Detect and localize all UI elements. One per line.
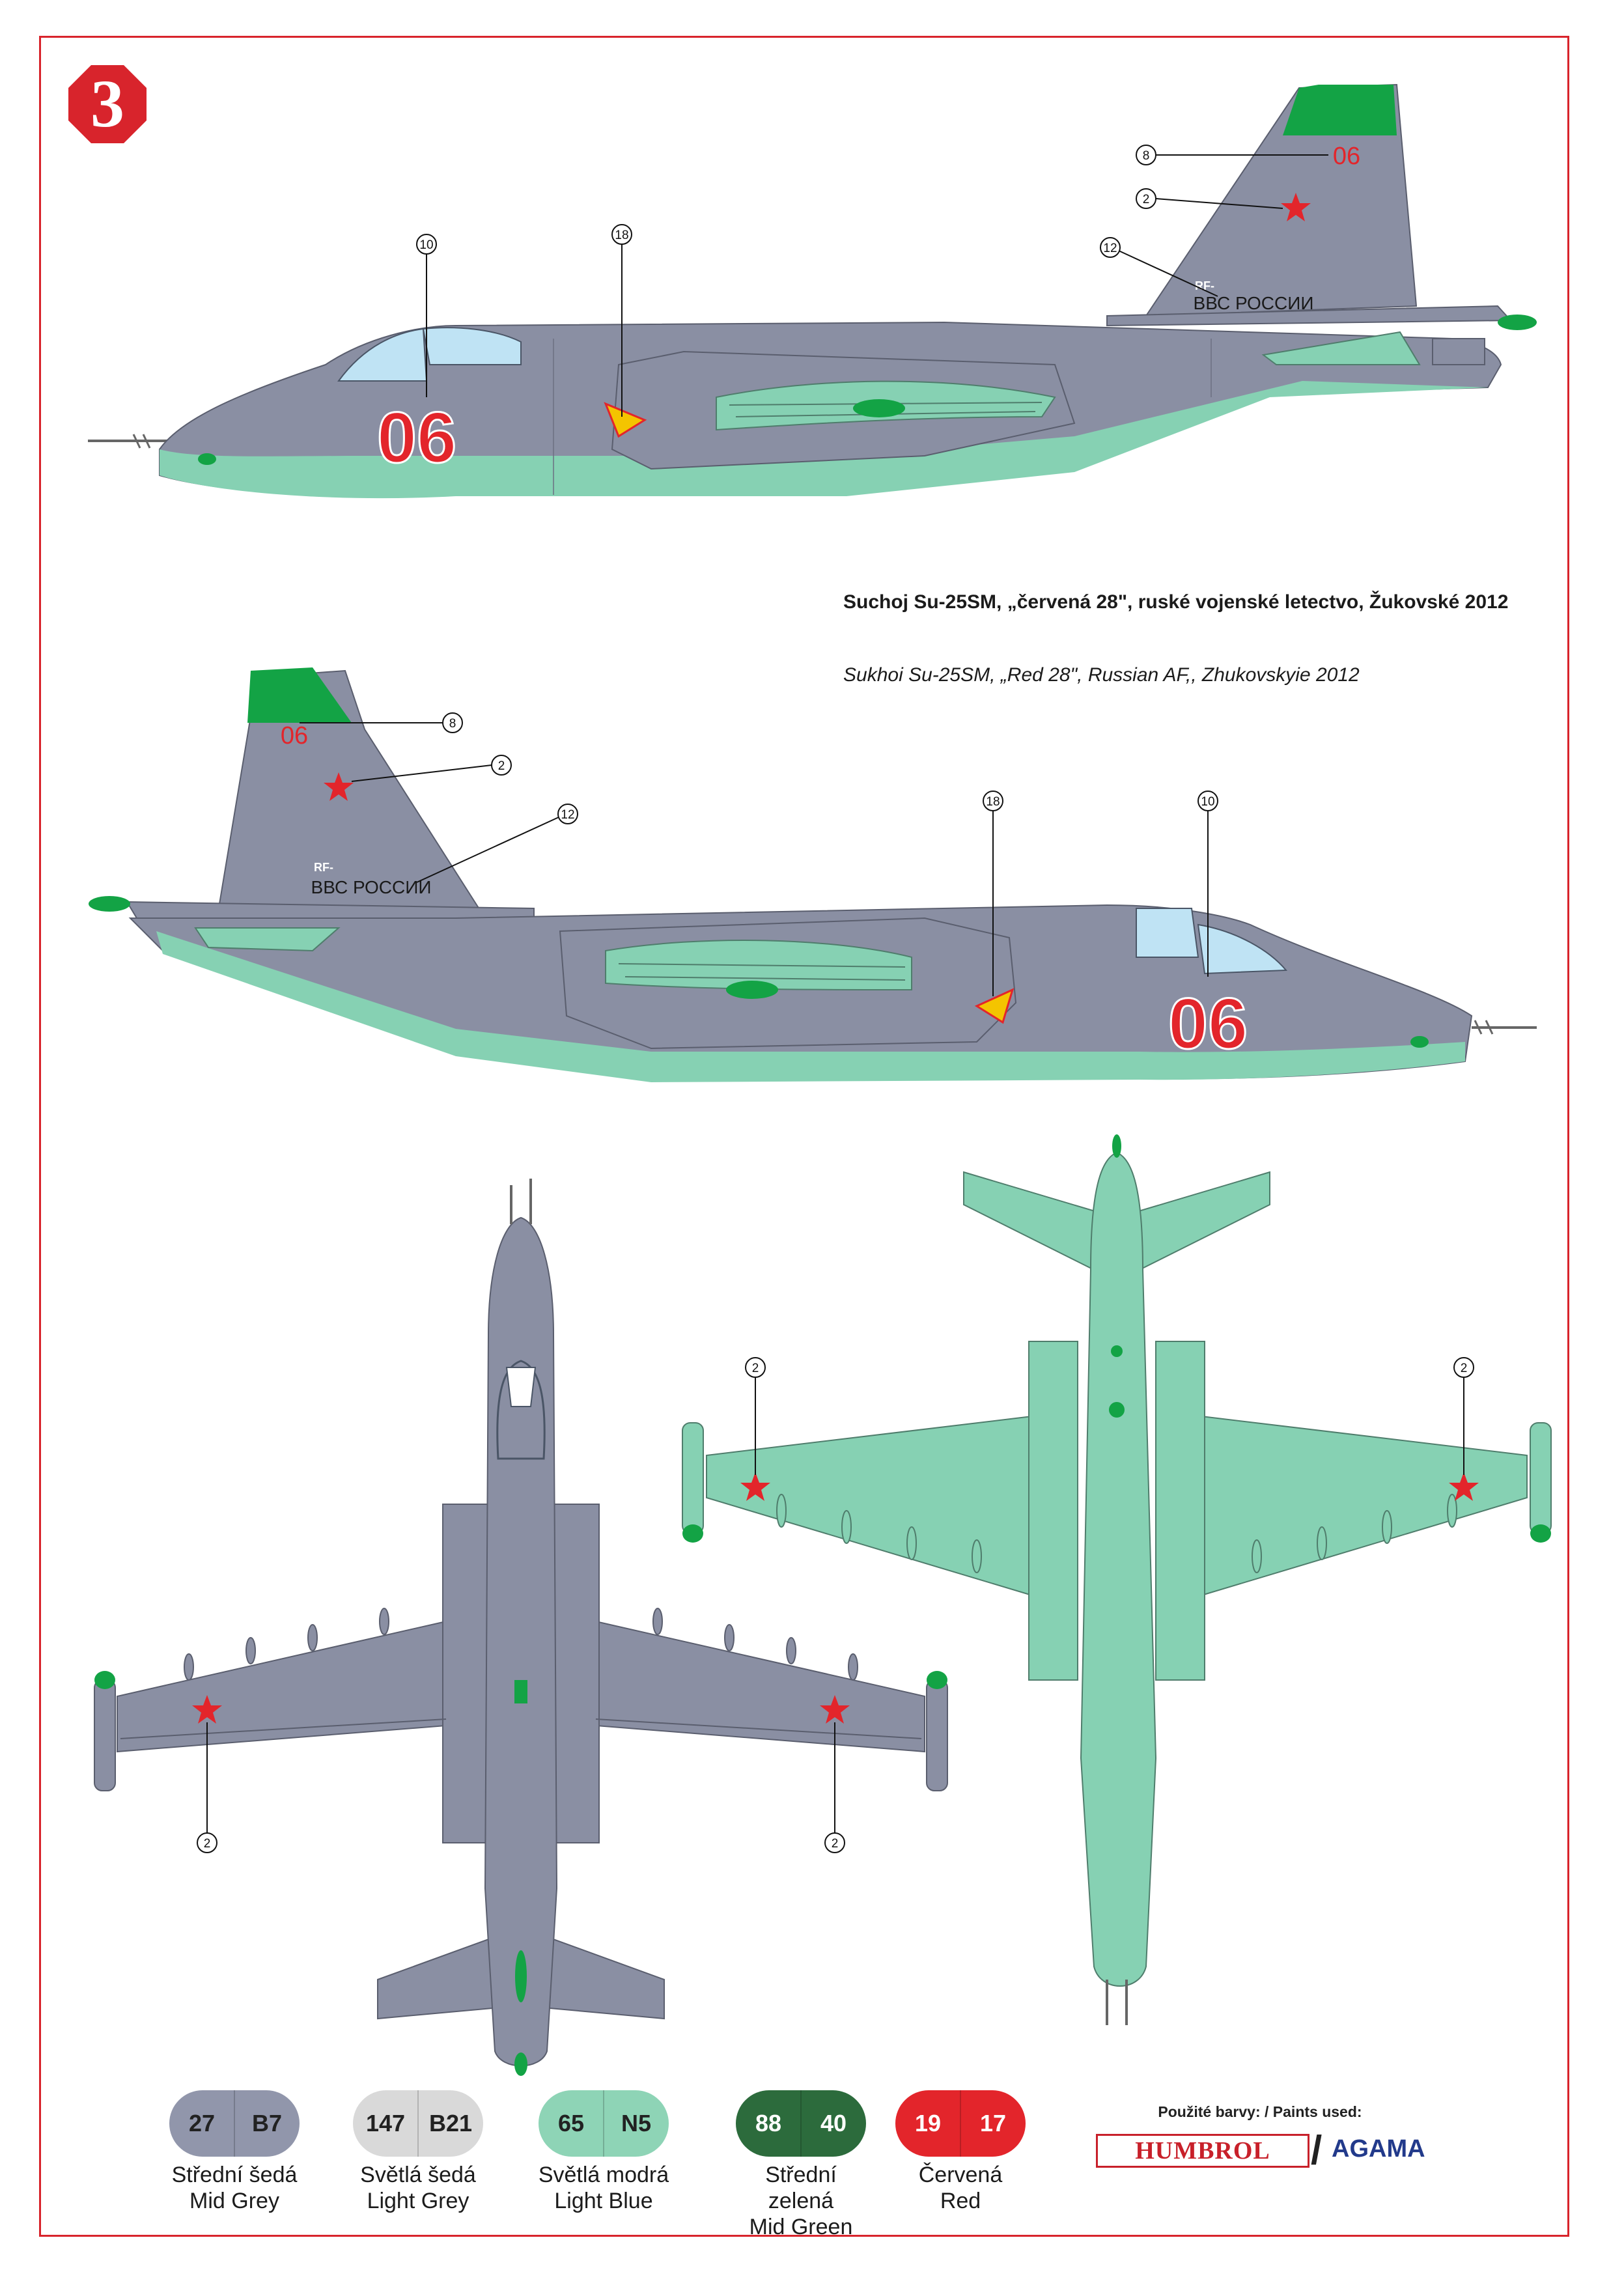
- page-number-badge: 3: [68, 65, 147, 143]
- paint-name-czech: Střední šedá: [171, 2163, 298, 2187]
- swatch-pill: 27 B7: [169, 2090, 300, 2157]
- paint-name-czech: Střední zelená: [765, 2163, 837, 2213]
- nose-number: 06: [377, 398, 456, 478]
- swatch-pill: 19 17: [895, 2090, 1026, 2157]
- nose-number-right: 06: [1168, 984, 1248, 1064]
- paint-swatch-light-grey: 147 B21 Světlá šedá Light Grey: [350, 2090, 486, 2214]
- profile-right-view: 06 06 RF- ВВС РОССИИ: [89, 667, 1537, 1082]
- callout-2-bottom-left: 2: [752, 1362, 759, 1375]
- callout-2-top-right: 2: [832, 1837, 839, 1851]
- page-number-shape: [68, 65, 147, 143]
- callout-2-top-left: 2: [204, 1837, 211, 1851]
- paint-swatch-mid-grey: 27 B7 Střední šedá Mid Grey: [166, 2090, 303, 2214]
- callout-10: 10: [419, 238, 433, 252]
- paint-swatch-red: 19 17 Červená Red: [892, 2090, 1029, 2214]
- callout-12: 12: [1103, 242, 1117, 255]
- warning-triangle-right: [974, 988, 1015, 1024]
- agama-logo: AGAMA: [1332, 2135, 1425, 2163]
- agama-code: N5: [621, 2110, 652, 2136]
- swatch-pill: 147 B21: [353, 2090, 483, 2157]
- callout-18-right: 18: [986, 795, 1000, 809]
- paint-swatch-light-blue: 65 N5 Světlá modrá Light Blue: [535, 2090, 672, 2214]
- agama-code: 17: [979, 2110, 1007, 2136]
- page-frame: [39, 36, 1569, 2237]
- callout-18: 18: [615, 229, 628, 242]
- caption-czech: Suchoj Su-25SM, „červená 28", ruské voje…: [843, 591, 1509, 613]
- paint-swatch-mid-green: 88 40 Střední zelená Mid Green: [733, 2090, 869, 2240]
- brand-separator: /: [1311, 2128, 1323, 2173]
- paint-name-czech: Světlá modrá: [538, 2163, 669, 2187]
- paint-name-czech: Světlá šedá: [360, 2163, 476, 2187]
- humbrol-code: 147: [365, 2110, 406, 2136]
- humbrol-code: 19: [914, 2110, 942, 2136]
- callout-8: 8: [1143, 149, 1150, 163]
- tail-number-right: 06: [281, 722, 308, 749]
- profile-left-view: 06 06 RF- ВВС РОССИИ: [88, 83, 1537, 499]
- humbrol-logo: HUMBROL: [1096, 2134, 1309, 2168]
- page-number: 3: [91, 66, 124, 141]
- callout-2-right: 2: [498, 759, 505, 773]
- warning-triangle: [604, 402, 647, 438]
- callout-10-right: 10: [1201, 795, 1214, 809]
- callout-12-right: 12: [561, 808, 574, 822]
- top-view: [94, 1179, 948, 2076]
- paint-brands: Použité barvy: / Paints used: HUMBROL / …: [1084, 2103, 1462, 2173]
- swatch-pill: 65 N5: [539, 2090, 669, 2157]
- humbrol-code: 65: [557, 2110, 585, 2136]
- registration-prefix: RF-: [1195, 279, 1214, 292]
- paints-header: Použité barvy: / Paints used:: [1158, 2103, 1362, 2120]
- paint-name-czech: Červená: [918, 2163, 1003, 2187]
- agama-code: 40: [820, 2110, 847, 2136]
- fuselage-text-right: ВВС РОССИИ: [311, 877, 432, 897]
- registration-prefix-right: RF-: [314, 861, 333, 874]
- bottom-view: [682, 1134, 1552, 2025]
- paint-name-english: Light Blue: [554, 2189, 653, 2213]
- callout-2-bottom-right: 2: [1461, 1362, 1468, 1375]
- paint-name-english: Light Grey: [367, 2189, 469, 2213]
- fuselage-text: ВВС РОССИИ: [1194, 293, 1314, 313]
- swatch-pill: 88 40: [736, 2090, 866, 2157]
- callout-2: 2: [1143, 193, 1150, 206]
- callout-8-right: 8: [449, 717, 456, 731]
- agama-code: B21: [428, 2110, 473, 2136]
- callouts: 8 2 12 10 18 8 2 12 18 10 2 2: [197, 145, 1474, 1853]
- caption-english: Sukhoi Su-25SM, „Red 28", Russian AF,, Z…: [843, 664, 1360, 686]
- paint-name-english: Mid Green: [749, 2215, 853, 2239]
- paint-name-english: Mid Grey: [189, 2189, 279, 2213]
- agama-code: B7: [251, 2110, 283, 2136]
- humbrol-code: 88: [755, 2110, 782, 2136]
- humbrol-code: 27: [188, 2110, 216, 2136]
- tail-number: 06: [1333, 143, 1360, 170]
- paint-name-english: Red: [940, 2189, 981, 2213]
